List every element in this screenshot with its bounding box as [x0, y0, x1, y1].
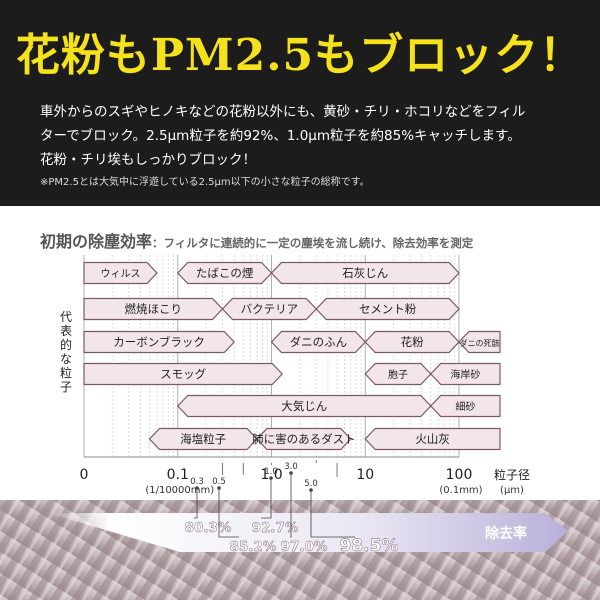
x-tick-label: 10 [356, 467, 374, 483]
gridlines [83, 255, 460, 457]
x-sublabel: (0.1mm) [439, 485, 482, 496]
x-tick-label: 100 [446, 467, 473, 483]
section-title: 初期の除塵効率：フィルタに連続的に一定の塵埃を流し続け、除去効率を測定 [40, 228, 473, 252]
particle-bar [429, 362, 501, 386]
particle-bar [83, 330, 236, 354]
x-sublabel: (1/10000mm) [145, 485, 214, 496]
x-axis-unit: (μm) [500, 485, 524, 496]
efficiency-leader [310, 490, 355, 538]
section-title-sub: ：フィルタに連続的に一定の塵埃を流し続け、除去効率を測定 [152, 236, 474, 250]
body-line-1: 車外からのスギやヒノキなどの花粉以外にも、黄砂・チリ・ホコリなどをフィル [40, 104, 526, 120]
particle-bar [256, 427, 352, 451]
particle-bar [176, 261, 273, 285]
particle-label: 花粉 [401, 335, 424, 349]
particle-label: たばこの煙 [196, 266, 254, 280]
particle-label: スモッグ [160, 367, 206, 381]
efficiency-size-label: 3.0 [284, 462, 298, 472]
efficiency-band: 除去率 0.3 80.3% 0.5 85.2% 1.0 92.7% 3.0 97.0% 5.0 98… [48, 460, 568, 556]
section-title-main: 初期の除塵効率 [40, 232, 153, 251]
efficiency-value: 92.7% [252, 520, 299, 536]
efficiency-size-label: 0.3 [190, 477, 204, 487]
particle-bar [315, 297, 460, 321]
particle-bar [83, 362, 284, 386]
pm25-footnote: ※PM2.5とは大気中に浮遊している2.5μm以下の小さな粒子の総称です。 [40, 177, 370, 188]
particle-label: 細砂 [455, 400, 475, 413]
efficiency-value: 97.0% [281, 539, 328, 555]
particle-label: ダニのふん [290, 335, 348, 349]
x-axis: 0 0.1 1.0 10 100 (1/10000mm) (0.1mm) 粒子径 (μm) [80, 456, 530, 496]
particle-label: 肺に害のあるダスト [252, 432, 356, 446]
efficiency-value: 80.3% [185, 520, 232, 536]
particle-bar [364, 330, 460, 354]
leader-dot [309, 488, 313, 492]
efficiency-value: 85.2% [230, 539, 277, 555]
particle-bar [429, 394, 501, 418]
particle-bar [83, 261, 158, 285]
leader-dot [269, 476, 273, 480]
x-tick-label: 0.1 [167, 467, 189, 483]
particle-label: カーボンブラック [113, 335, 205, 349]
particle-bar [221, 297, 318, 321]
particle-bar [364, 427, 501, 451]
efficiency-size-label: 5.0 [304, 479, 318, 489]
particle-label: 海岸砂 [450, 368, 480, 381]
particle-label: 燃焼ほこり [124, 302, 182, 316]
efficiency-label: 除去率 [485, 525, 527, 542]
particle-label: 海塩粒子 [180, 432, 226, 446]
body-line-2: ターでブロック。2.5μm粒子を約92%、1.0μm粒子を約85%キャッチします… [40, 128, 521, 144]
efficiency-value: 98.5% [340, 536, 399, 556]
particle-label: 大気じん [281, 399, 327, 413]
x-tick-label: 0 [80, 467, 89, 483]
x-tick-label: 1.0 [260, 467, 282, 483]
efficiency-size-label: 0.5 [212, 477, 226, 487]
particle-bar [270, 330, 367, 354]
particle-bar [364, 362, 432, 386]
y-axis-label: 代表的な粒子 [59, 310, 72, 394]
particle-label: ウィルス [100, 268, 140, 280]
x-axis-label: 粒子径 [494, 467, 530, 482]
body-line-3: 花粉・チリ埃もしっかりブロック！ [40, 152, 256, 168]
particle-bar [176, 394, 432, 418]
particle-bar [270, 261, 460, 285]
efficiency-size-label: 1.0 [264, 467, 278, 477]
particle-label: ダニの死骸 [460, 338, 500, 348]
header-panel: 花粉もPM2.5もブロック！ 車外からのスギやヒノキなどの花粉以外にも、黄砂・チ… [0, 0, 600, 206]
particle-label: セメント粉 [359, 302, 417, 316]
particle-label: 石灰じん [342, 266, 388, 280]
leader-dot [217, 486, 221, 490]
efficiency-leader [194, 488, 198, 519]
particle-bar [148, 427, 258, 451]
efficiency-leader [218, 488, 239, 538]
particle-label: バクテリア [241, 302, 299, 316]
efficiency-leader [290, 473, 292, 538]
particle-label: 火山灰 [415, 432, 450, 446]
efficiency-leader [261, 478, 272, 519]
efficiency-band-shape [48, 513, 568, 552]
leader-dot [195, 486, 199, 490]
headline: 花粉もPM2.5もブロック！ [15, 30, 585, 81]
leader-dot [289, 471, 293, 475]
particle-label: 胞子 [388, 369, 408, 381]
particle-bar [458, 330, 501, 354]
particle-bar [83, 297, 224, 321]
